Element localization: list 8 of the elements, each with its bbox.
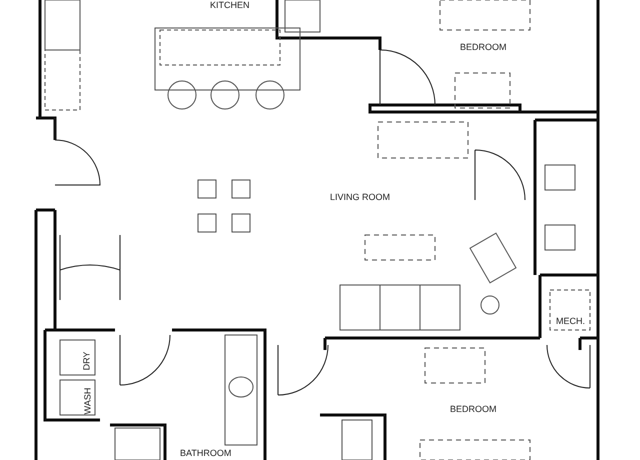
room-label: BEDROOM bbox=[460, 42, 507, 52]
appliance-label: WASH bbox=[82, 388, 92, 414]
room-label: BEDROOM bbox=[450, 404, 497, 414]
room-label: MECH. bbox=[556, 316, 585, 326]
room-label: LIVING ROOM bbox=[330, 192, 390, 202]
appliance-label: DRY bbox=[81, 352, 92, 370]
room-label: BATHROOM bbox=[180, 448, 232, 458]
room-label: KITCHEN bbox=[210, 0, 250, 10]
